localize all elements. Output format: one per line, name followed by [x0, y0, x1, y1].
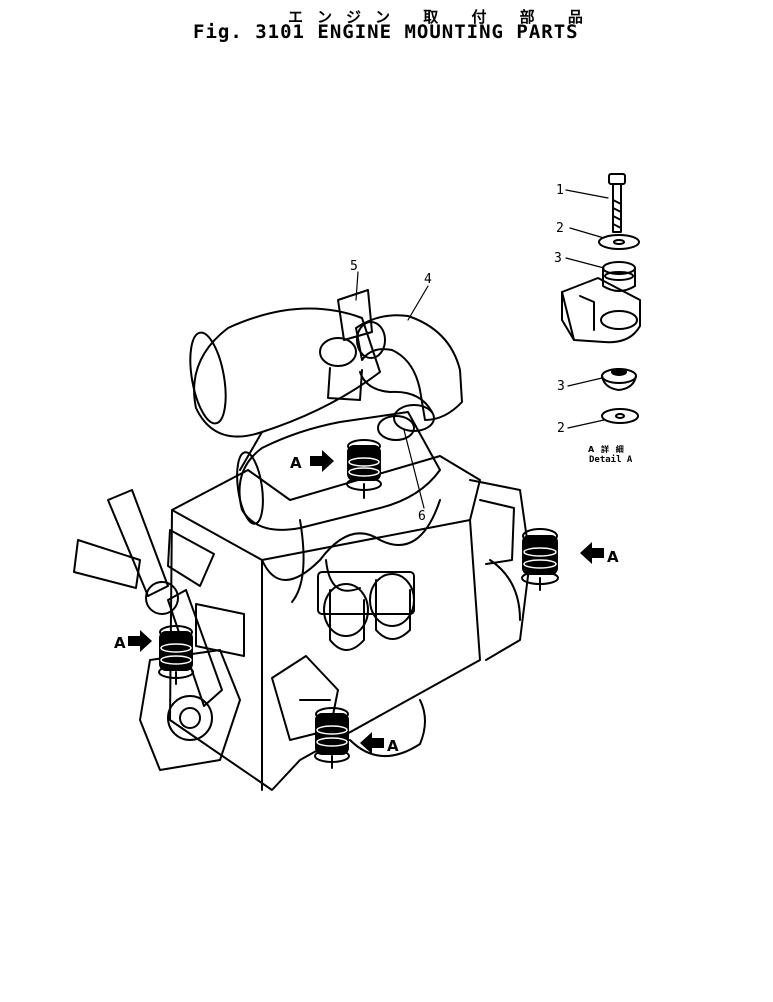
callout-3-upper: 3 — [554, 251, 562, 266]
view-label-front: A — [114, 634, 126, 652]
view-label-lower: A — [387, 737, 399, 755]
detail-a-exploded-view — [561, 173, 641, 424]
mount-right — [521, 528, 559, 591]
callout-5: 5 — [350, 259, 358, 274]
view-label-right: A — [607, 548, 619, 566]
bracket-5 — [319, 289, 373, 401]
air-cleaner — [189, 307, 381, 471]
arrow-right-front — [128, 630, 152, 652]
leader-lines — [355, 189, 609, 509]
view-arrows — [128, 450, 604, 754]
callout-1: 1 — [556, 183, 564, 198]
detail-caption: Detail A — [589, 455, 633, 465]
muffler — [236, 411, 441, 531]
callout-4: 4 — [424, 272, 432, 287]
detail-caption-japanese: A 詳 細 — [588, 445, 626, 454]
title-japanese: エンジン 取 付 部 品 — [288, 8, 597, 26]
mount-lower — [314, 707, 350, 769]
callout-3-lower: 3 — [557, 379, 565, 394]
arrow-left-lower — [360, 732, 384, 754]
arrow-left-right — [580, 542, 604, 564]
view-label-upper: A — [290, 454, 302, 472]
cooling-fan — [73, 489, 223, 707]
callout-2-lower: 2 — [557, 421, 565, 436]
mount-upper — [346, 439, 382, 499]
arrow-right-upper — [310, 450, 334, 472]
mount-front — [158, 625, 194, 685]
callout-6: 6 — [418, 509, 426, 524]
figure-title: Fig. 3101 ENGINE MOUNTING PARTS — [193, 21, 579, 43]
callout-2-upper: 2 — [556, 221, 564, 236]
